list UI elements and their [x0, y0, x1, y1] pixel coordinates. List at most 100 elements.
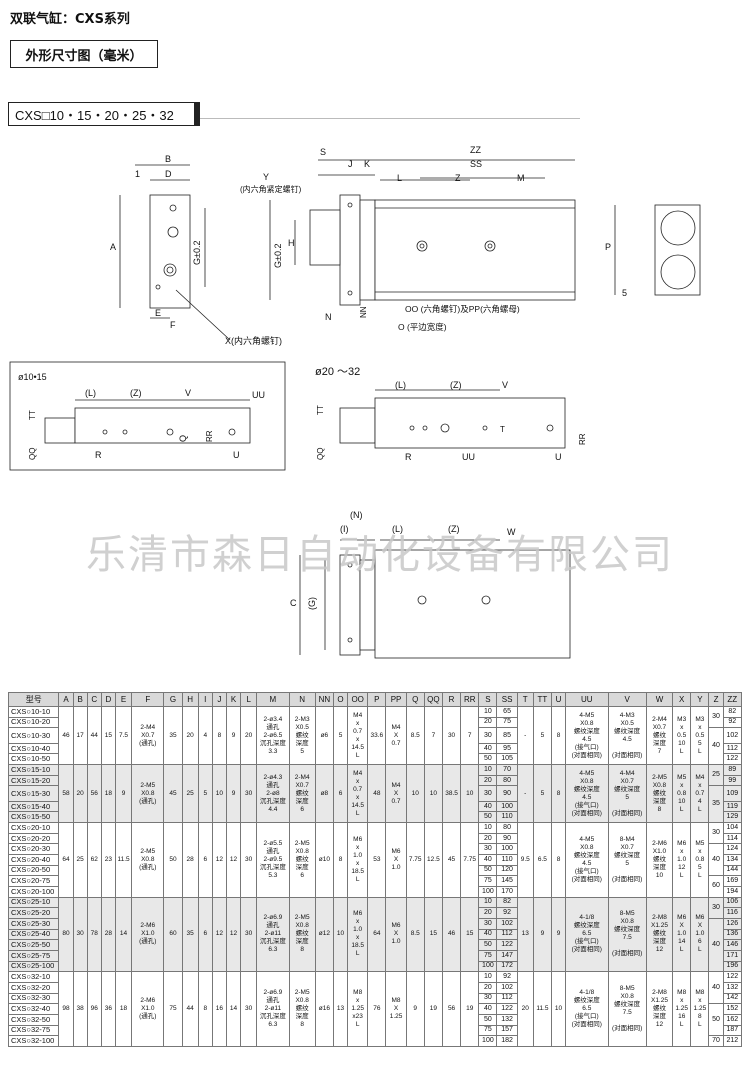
cell-b: 17	[72, 705, 88, 766]
header-b: B	[72, 692, 88, 707]
cell-r: 30	[441, 705, 462, 766]
cell-s: 100	[478, 885, 498, 898]
cell-ss: 172	[496, 960, 518, 973]
cell-s: 20	[478, 832, 498, 845]
cell-pp: M4 X 0.7	[385, 705, 407, 766]
header-rr: RR	[460, 692, 480, 707]
cell-g: 60	[163, 896, 183, 973]
cell-z: 40	[708, 917, 724, 973]
cell-nn: ø8	[314, 764, 334, 824]
dim-Z: Z	[455, 173, 461, 183]
model-cell: CXS○32-40	[7, 1003, 60, 1015]
cell-s: 75	[478, 875, 498, 887]
cell-x: M6 X 1.0 14 L	[672, 896, 692, 973]
end-view-right	[614, 204, 701, 296]
dim-G: G±0.2	[192, 241, 202, 265]
cell-s: 10	[478, 706, 498, 718]
header-n: N	[288, 692, 316, 707]
cell-x: M8 x 1.25 16 L	[672, 971, 692, 1047]
model-cell: CXS○20-40	[7, 854, 60, 866]
cell-q: 9	[405, 971, 425, 1047]
cell-nn: ø6	[314, 705, 334, 766]
cell-ss: 95	[496, 742, 518, 755]
cell-l: 30	[240, 971, 258, 1047]
dim-V-10-15: V	[185, 388, 191, 398]
note-OO-PP: OO (六角螺钉)及PP(六角螺母)	[405, 304, 520, 314]
dim-TT-10-15: TT	[28, 410, 37, 420]
cell-z: 25	[708, 764, 724, 787]
header-uu: UU	[565, 692, 609, 707]
dimension-drawings: B D 1 A G±0.2 E F X(内六角螺钉) S J K ZZ SS L…	[9, 145, 701, 659]
cell-e: 11.5	[114, 822, 133, 898]
cell-b: 38	[72, 971, 88, 1047]
cell-oo: M4 x 0.7 x 14.5 L	[347, 705, 369, 766]
cell-v: 8-M5 X0.8 螺纹深度 7.5 (对面相同)	[607, 971, 647, 1047]
dim-SS: SS	[470, 159, 482, 169]
dim-TT-20-32: TT	[316, 405, 325, 415]
cell-z: 40	[708, 843, 724, 877]
cell-zz: 89	[722, 764, 743, 776]
cell-zz: 129	[722, 811, 743, 824]
cell-g: 75	[163, 971, 183, 1047]
header-a: A	[58, 692, 74, 707]
dim-5: 5	[622, 288, 627, 298]
cell-oo: M6 x 1.0 x 18.5 L	[347, 896, 369, 973]
dim-U-10-15: U	[233, 450, 240, 460]
dim-Z-bottom: (Z)	[448, 524, 460, 534]
cell-rr: 7.75	[460, 822, 480, 898]
dim-D: D	[165, 169, 172, 179]
dim-Z-20-32: (Z)	[450, 380, 462, 390]
dim-X: X(内六角螺钉)	[225, 335, 282, 346]
cell-nn: ø12	[314, 896, 334, 973]
cell-zz: 99	[722, 774, 743, 787]
cell-o: 13	[332, 971, 349, 1047]
cell-s: 75	[478, 949, 498, 962]
cell-r: 46	[441, 896, 462, 973]
cell-ss: 80	[496, 822, 518, 834]
cell-ss: 90	[496, 785, 518, 802]
model-cell: CXS○10-50	[7, 753, 60, 765]
cell-zz: 114	[722, 832, 743, 845]
cell-t: -	[516, 705, 534, 766]
dim-UU-10-15: UU	[252, 390, 265, 400]
cell-rr: 15	[460, 896, 480, 973]
model-cell: CXS○25-10	[7, 896, 60, 909]
cell-p: 48	[367, 764, 387, 824]
model-cell: CXS○25-50	[7, 939, 60, 951]
front-view-left	[119, 164, 231, 341]
cell-e: 7.5	[114, 705, 133, 766]
header-g: G	[163, 692, 183, 707]
cell-nn: ø16	[314, 971, 334, 1047]
cell-ss: 102	[496, 981, 518, 994]
cell-qq: 15	[423, 896, 443, 973]
cell-x: M5 x 0.8 10 L	[672, 764, 692, 824]
label-dia-20-32: ø20 ～32	[315, 366, 360, 378]
cell-s: 10	[478, 971, 498, 983]
dim-QQ-20-32: QQ	[316, 448, 325, 460]
cell-s: 75	[478, 1024, 498, 1037]
cell-zz: 187	[722, 1024, 743, 1037]
cell-m: 2-ø3.4 通孔 2-ø6.5 沉孔深度 3.3	[256, 705, 290, 766]
cell-ss: 112	[496, 992, 518, 1005]
cell-rr: 19	[460, 971, 480, 1047]
cell-g: 45	[163, 764, 183, 824]
model-cell: CXS○20-50	[7, 864, 60, 877]
model-cell: CXS○32-30	[7, 992, 60, 1005]
dim-L-bottom: (L)	[392, 524, 403, 534]
dim-P: P	[605, 242, 611, 252]
cell-s: 50	[478, 1013, 498, 1026]
cell-x: M6 x 1.0 12 L	[672, 822, 692, 898]
header-ss: SS	[496, 692, 518, 707]
cell-k: 9	[225, 764, 242, 824]
model-cell: CXS○25-75	[7, 949, 60, 962]
model-cell: CXS○10-40	[7, 742, 60, 755]
cell-zz: 152	[722, 1003, 743, 1015]
dim-N: N	[325, 312, 332, 322]
cell-n: 2-M4 X0.7 螺纹 深度 6	[288, 764, 316, 824]
cell-l: 30	[240, 822, 258, 898]
